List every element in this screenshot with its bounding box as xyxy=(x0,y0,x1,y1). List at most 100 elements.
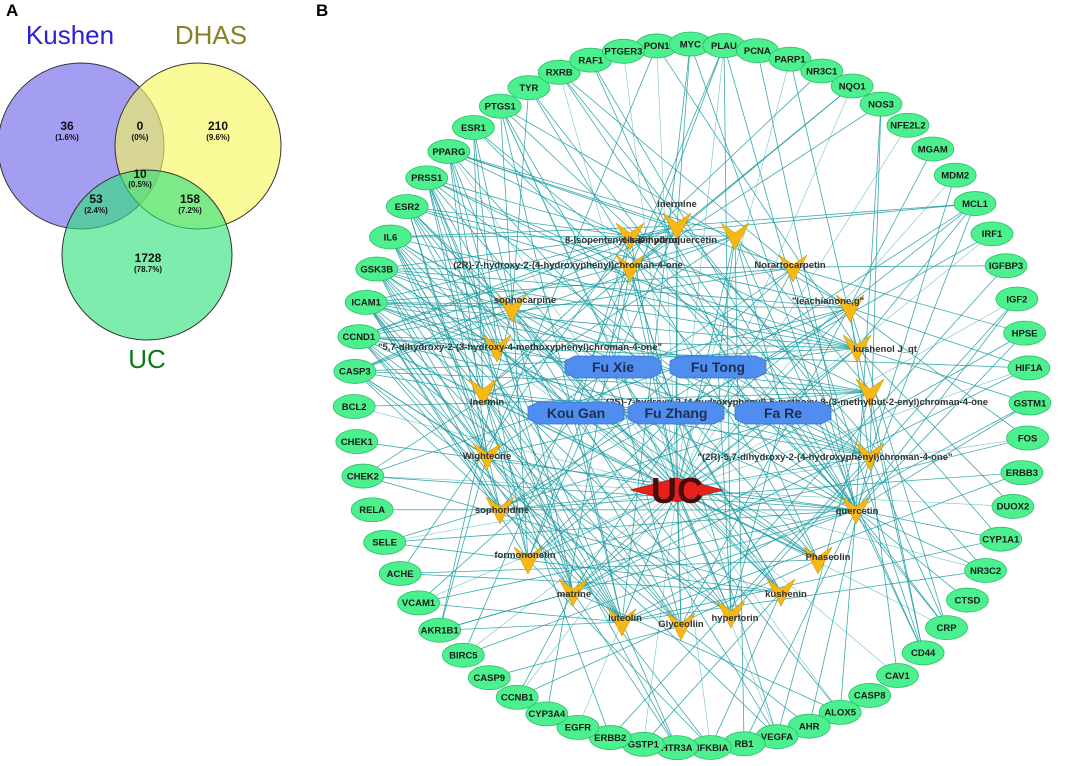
gene-node: IL6 xyxy=(369,225,411,249)
gene-label: PCNA xyxy=(744,46,771,57)
gene-label: ERBB2 xyxy=(594,733,626,744)
gene-node: GSK3B xyxy=(356,257,398,281)
network-edge xyxy=(870,456,947,628)
panel-a-label: A xyxy=(6,1,18,20)
gene-node: NOS3 xyxy=(860,92,902,116)
gene-label: NOS3 xyxy=(868,99,894,110)
network-edge xyxy=(850,308,1029,368)
gene-label: HPSE xyxy=(1012,328,1038,339)
gene-label: NR3C1 xyxy=(806,66,838,77)
gene-label: IRF1 xyxy=(982,229,1003,240)
compound-label: "5,7-dihydroxy-2-(3-hydroxy-4-methoxyphe… xyxy=(378,342,662,353)
gene-label: EGFR xyxy=(565,723,592,734)
venn-pct-dhas-only: (9.6%) xyxy=(206,133,230,142)
network-edge xyxy=(857,204,975,348)
compound-label: Phaseolin xyxy=(806,552,851,563)
gene-node: ACHE xyxy=(379,562,421,586)
gene-node: CCND1 xyxy=(338,325,380,349)
venn-set-label-kushen: Kushen xyxy=(26,20,114,50)
gene-label: CYP3A4 xyxy=(528,709,566,720)
gene-label: CCNB1 xyxy=(501,693,534,704)
network-edge xyxy=(610,456,870,738)
compound-label: Inermin xyxy=(470,397,505,408)
gene-label: CRP xyxy=(937,623,958,634)
gene-label: ICAM1 xyxy=(351,298,381,309)
gene-label: BCL2 xyxy=(342,402,367,413)
venn-pct-uc-only: (78.7%) xyxy=(134,265,162,274)
compound-label: formononetin xyxy=(494,550,555,561)
gene-label: MDM2 xyxy=(941,170,969,181)
compound-label: quercetin xyxy=(836,506,879,517)
herb-node: Fa Re xyxy=(735,402,831,424)
herb-node: Fu Zhang xyxy=(628,402,724,424)
network-edge xyxy=(840,510,856,712)
network-edge xyxy=(677,86,852,490)
gene-label: NFE2L2 xyxy=(890,121,925,132)
gene-node: GSTM1 xyxy=(1009,391,1051,415)
network-edge xyxy=(856,510,923,653)
gene-node: PRSS1 xyxy=(406,166,448,190)
compound-label: sophoridine xyxy=(475,505,529,516)
gene-node: CTSD xyxy=(946,588,988,612)
panel-a-venn: A Kushen DHAS UC 36 (1.6%) 0 (0%) 210 (9… xyxy=(0,1,281,374)
network-edge xyxy=(487,456,677,490)
network-edge xyxy=(559,72,856,510)
compound-label: (2R)-7-hydroxy-2-(4-hydroxyphenyl)chroma… xyxy=(453,260,683,271)
gene-node: MCL1 xyxy=(954,192,996,216)
gene-label: CD44 xyxy=(911,648,936,659)
gene-label: PPARG xyxy=(432,147,465,158)
network-edge xyxy=(724,46,856,510)
gene-node: CHEK1 xyxy=(336,430,378,454)
gene-label: PON1 xyxy=(644,41,671,52)
compound-label: hyperforin xyxy=(712,613,759,624)
venn-set-label-dhas: DHAS xyxy=(175,20,247,50)
gene-label: NR3C2 xyxy=(970,566,1001,577)
gene-node: ESR2 xyxy=(386,195,428,219)
gene-label: PARP1 xyxy=(775,54,807,65)
gene-node: PTGS1 xyxy=(479,94,521,118)
gene-node: IRF1 xyxy=(971,222,1013,246)
gene-node: VCAM1 xyxy=(398,591,440,615)
network-edge xyxy=(449,151,573,592)
gene-label: SELE xyxy=(372,538,397,549)
network-edge xyxy=(449,151,793,268)
gene-label: MCL1 xyxy=(962,199,989,210)
gene-node: CD44 xyxy=(902,641,944,665)
venn-count-uc-only: 1728 xyxy=(135,251,162,265)
gene-label: RB1 xyxy=(735,739,755,750)
gene-label: MYC xyxy=(680,39,701,50)
gene-node: IGF2 xyxy=(996,287,1038,311)
gene-label: CTSD xyxy=(954,595,980,606)
gene-node: HIF1A xyxy=(1008,356,1050,380)
venn-count-kushen-dhas: 0 xyxy=(137,119,144,133)
gene-label: ACHE xyxy=(387,569,414,580)
gene-label: CASP3 xyxy=(339,367,371,378)
gene-label: VCAM1 xyxy=(402,598,436,609)
venn-pct-all-three: (0.5%) xyxy=(128,180,152,189)
compound-label: Glyceollin xyxy=(658,619,704,630)
gene-label: GSTM1 xyxy=(1014,398,1047,409)
gene-label: RAF1 xyxy=(578,55,604,66)
gene-label: HIF1A xyxy=(1015,363,1043,374)
gene-label: CYP1A1 xyxy=(982,534,1020,545)
compound-label: "leachianone,g" xyxy=(792,296,864,307)
gene-node: SELE xyxy=(364,530,406,554)
gene-label: TYR xyxy=(519,83,538,94)
compound-label: sophocarpine xyxy=(494,295,556,306)
network-edge xyxy=(724,46,731,614)
gene-node: CAV1 xyxy=(876,664,918,688)
gene-label: FOS xyxy=(1018,433,1038,444)
gene-node: IGFBP3 xyxy=(985,254,1027,278)
herb-label: Fu Tong xyxy=(691,359,745,375)
compound-label: Inermine xyxy=(657,199,697,210)
compound-label: "(2R)-5,7-dihydroxy-2-(4-hydroxyphenyl)c… xyxy=(698,452,953,463)
gene-node: AKR1B1 xyxy=(419,618,461,642)
gene-label: ALOX5 xyxy=(824,708,856,719)
compound-label: kushenin xyxy=(765,589,807,600)
gene-label: IGF2 xyxy=(1006,294,1027,305)
gene-node: CASP9 xyxy=(468,666,510,690)
compound-label: luteolin xyxy=(608,613,642,624)
herb-label: Kou Gan xyxy=(547,405,605,421)
